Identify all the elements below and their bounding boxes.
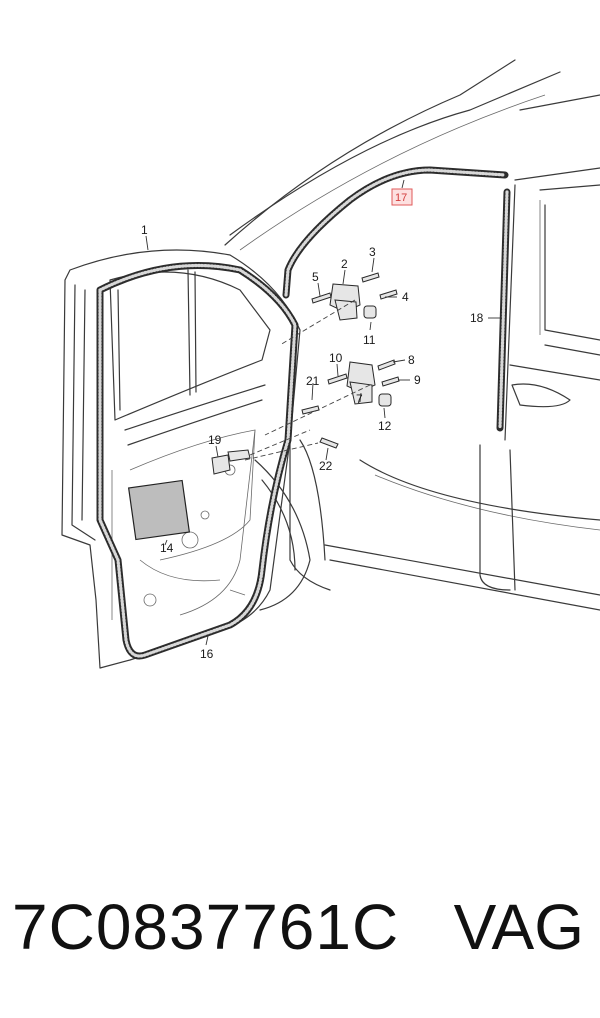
callout-14: 14 xyxy=(160,541,174,555)
callout-22: 22 xyxy=(319,459,333,473)
upper-hinge-assembly xyxy=(279,272,398,346)
callout-leaders xyxy=(145,179,502,646)
vehicle-body-outline xyxy=(224,59,600,611)
callout-8: 8 xyxy=(408,353,415,367)
callout-18: 18 xyxy=(470,311,484,325)
callout-9: 9 xyxy=(414,373,421,387)
callout-5: 5 xyxy=(312,270,319,284)
brand-label: VAG xyxy=(453,891,584,963)
callout-21: 21 xyxy=(306,374,320,388)
callout-1: 1 xyxy=(141,223,148,237)
sound-pad-14 xyxy=(127,479,191,541)
callout-19: 19 xyxy=(208,433,222,447)
door-check-and-bolts xyxy=(211,405,339,475)
callout-17-highlight xyxy=(391,188,413,206)
callout-11: 11 xyxy=(363,333,376,347)
callout-12: 12 xyxy=(378,419,392,433)
body-seal-18 xyxy=(496,188,511,432)
part-number: 7C0837761C xyxy=(12,891,400,963)
door-seal-16 xyxy=(96,262,299,660)
callout-10: 10 xyxy=(329,351,343,365)
door-seal-exploded-diagram: 1 2 3 4 5 7 8 9 10 11 12 14 16 18 19 21 … xyxy=(61,59,600,669)
callout-labels: 1 2 3 4 5 7 8 9 10 11 12 14 16 18 19 21 … xyxy=(141,188,484,661)
callout-16: 16 xyxy=(200,647,214,661)
callout-7: 7 xyxy=(356,392,363,406)
callout-3: 3 xyxy=(369,245,376,259)
callout-2: 2 xyxy=(341,257,348,271)
body-seal-17 xyxy=(282,166,509,299)
callout-4: 4 xyxy=(402,290,409,304)
callout-17: 17 xyxy=(395,192,407,204)
